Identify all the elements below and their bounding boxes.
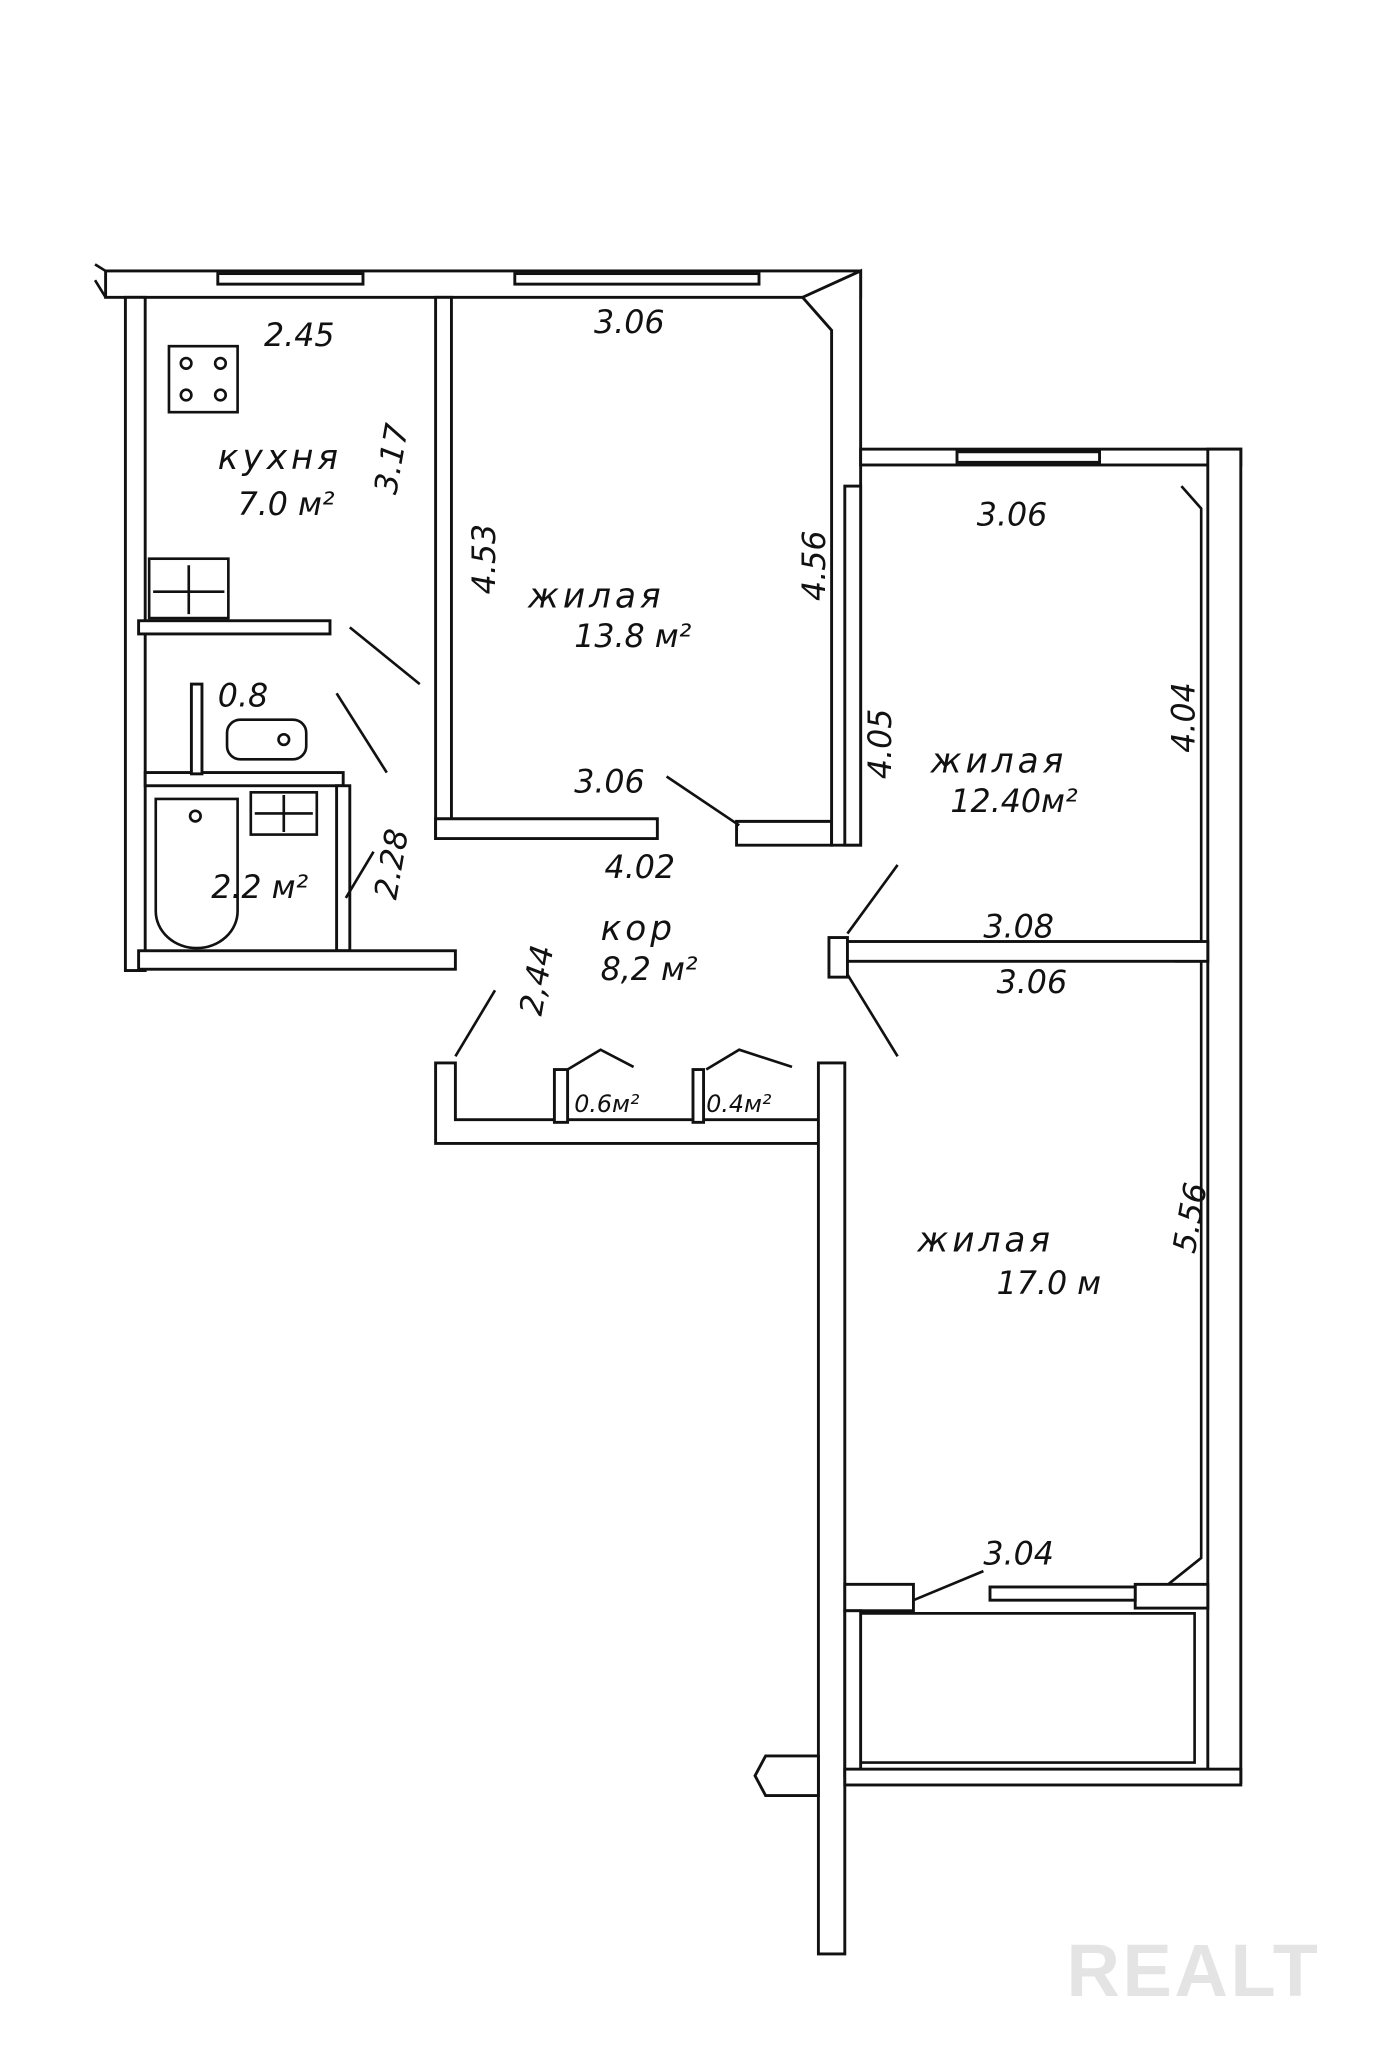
kitchen-width: 2.45 (264, 318, 335, 354)
watermark-logo: REALT (1067, 1929, 1321, 2012)
room2-name: жилая (930, 742, 1068, 782)
corridor-name: кор (601, 909, 676, 949)
closet2-area: 0.4м² (706, 1090, 772, 1118)
door-swings (335, 626, 984, 1602)
bathtub-icon (154, 797, 239, 950)
sink-icon (147, 557, 230, 620)
room3-name: жилая (916, 1221, 1054, 1261)
room2-length-left: 4.05 (863, 709, 899, 780)
kitchen-area: 7.0 м² (238, 487, 335, 523)
window (216, 272, 365, 286)
room1-name: жилая (527, 577, 665, 617)
labels: 2.45 3.17 кухня 7.0 м² 3.06 4.53 4.56 жи… (211, 305, 1215, 1573)
window (955, 450, 1102, 464)
balcony-door (988, 1585, 1137, 1602)
corridor-length: 2,44 (514, 942, 562, 1018)
room1-width: 3.06 (594, 305, 665, 341)
toilet-icon (225, 718, 308, 761)
closet1-area: 0.6м² (574, 1090, 640, 1118)
corridor-area: 8,2 м² (601, 952, 698, 988)
room2-length-right: 4.04 (1167, 682, 1203, 753)
corridor-width: 4.02 (605, 850, 676, 886)
fixtures (147, 344, 984, 1602)
bath-area: 2.2 м² (211, 870, 308, 906)
room1-area: 13.8 м² (574, 619, 691, 655)
room2-width: 3.06 (977, 498, 1048, 534)
stove-icon (167, 344, 239, 414)
room1-length-right: 4.56 (797, 530, 833, 601)
kitchen-name: кухня (218, 438, 342, 478)
toilet-area: 0.8 (218, 679, 268, 715)
room2-area: 12.40м² (950, 784, 1078, 820)
window (513, 272, 761, 286)
walls (93, 263, 1243, 1956)
washbasin-icon (249, 791, 319, 836)
kitchen-length: 3.17 (368, 421, 416, 497)
room2-bottom-width: 3.08 (983, 910, 1054, 946)
bath-length: 2.28 (368, 826, 416, 902)
room3-width: 3.06 (997, 965, 1068, 1001)
room1-bottom-width: 3.06 (574, 764, 645, 800)
room1-length-left: 4.53 (467, 524, 503, 595)
room3-area: 17.0 м (997, 1266, 1101, 1302)
room3-bottom-width: 3.04 (983, 1537, 1054, 1573)
